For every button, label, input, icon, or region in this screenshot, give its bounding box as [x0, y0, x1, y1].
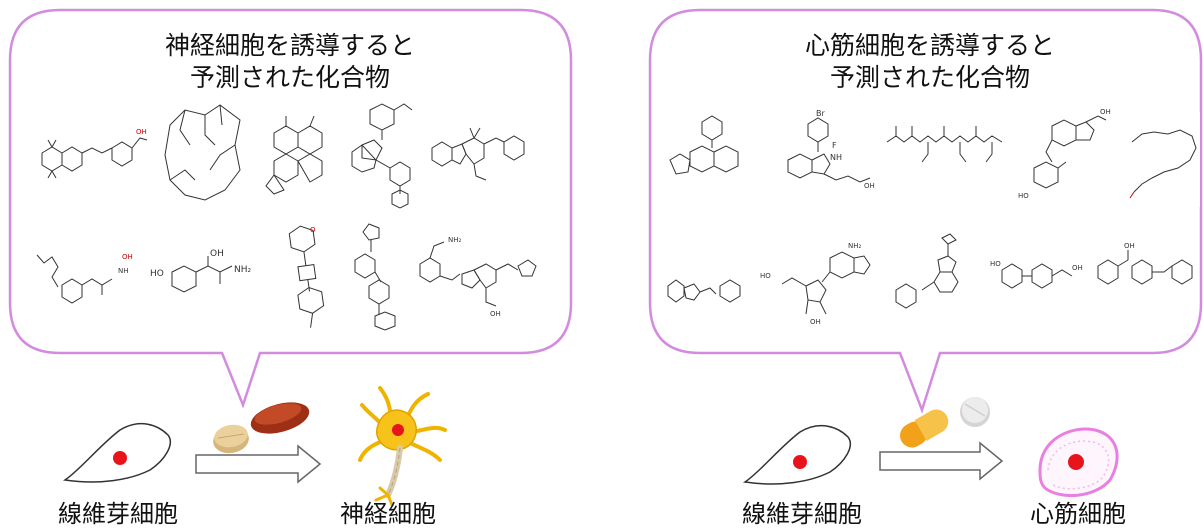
- molecule-structure-r4: HO OH: [1012, 100, 1122, 205]
- r1-br-label: Br: [816, 109, 825, 118]
- m7-nh2-label: NH₂: [234, 265, 252, 275]
- left-target-cell-label: 神経細胞: [340, 500, 436, 528]
- molecule-structure-2: [160, 100, 250, 212]
- r6-oh-label: OH: [810, 318, 821, 326]
- orange-capsule-icon: [900, 409, 949, 448]
- left-arrow: [195, 444, 322, 484]
- r9-oh-label: OH: [1124, 242, 1135, 250]
- gray-tablet-icon: [960, 397, 990, 427]
- right-arrow: [879, 441, 1004, 481]
- molecule-structure-5: [424, 108, 539, 188]
- r6-ho-label: HO: [760, 272, 771, 280]
- r8-oh-label: OH: [1072, 264, 1083, 272]
- molecule-structure-r10: OH: [1092, 240, 1198, 302]
- molecule-structure-r5: [1124, 112, 1200, 207]
- left-fibroblast-cell: [62, 422, 171, 483]
- right-speech-bubble: [648, 8, 1203, 414]
- right-fibroblast-nucleus: [793, 455, 807, 469]
- m1-oh-label: OH: [136, 128, 147, 136]
- molecule-structure-r3: [882, 112, 1010, 192]
- molecule-structure-r9: HO OH: [988, 246, 1086, 310]
- m6-oh-label: OH: [122, 253, 133, 261]
- r8-ho-label: HO: [990, 260, 1001, 268]
- m10-nh2-label: NH₂: [448, 236, 462, 244]
- right-source-cell-label: 線維芽細胞: [742, 500, 862, 528]
- molecule-structure-9: [345, 220, 403, 338]
- left-fibroblast-nucleus: [113, 451, 127, 465]
- left-title-line2: 予測された化合物: [189, 63, 390, 92]
- left-panel-title: 神経細胞を誘導すると 予測された化合物: [130, 30, 450, 94]
- m8-o-label: O: [310, 226, 316, 234]
- molecule-structure-4: [340, 100, 420, 210]
- r6-nh2-label: NH₂: [848, 242, 862, 250]
- r1-f-label: F: [832, 141, 837, 150]
- molecule-structure-7: HO OH NH₂: [146, 248, 264, 326]
- m10-oh-label: OH: [490, 310, 501, 318]
- molecule-structure-3: [254, 108, 336, 198]
- right-target-cell-label: 心筋細胞: [1030, 500, 1126, 528]
- right-title-line2: 予測された化合物: [829, 63, 1030, 92]
- right-fibroblast-cell: [742, 424, 851, 485]
- right-title-line1: 心筋細胞を誘導すると: [804, 31, 1055, 60]
- m6-nh-label: NH: [118, 267, 129, 275]
- tan-tablet-icon: [213, 424, 249, 454]
- neuron-icon: [358, 386, 447, 507]
- r1-nh-label: NH: [830, 153, 842, 162]
- molecule-structure-6: NH OH: [32, 245, 142, 320]
- molecule-structure-r1: [660, 108, 775, 196]
- r1-oh-label: OH: [864, 182, 875, 190]
- molecule-structure-10: NH₂ OH: [410, 230, 545, 325]
- molecule-structure-r8: [886, 230, 986, 325]
- molecule-structure-r7: NH₂ HO OH: [756, 238, 884, 326]
- brown-pill-icon: [250, 402, 310, 434]
- left-title-line1: 神経細胞を誘導すると: [164, 31, 415, 60]
- molecule-structure-r6: [664, 266, 752, 321]
- left-speech-bubble: [8, 8, 573, 409]
- r4-oh-label: OH: [1100, 108, 1111, 116]
- m7-ho-label: HO: [150, 269, 164, 279]
- molecule-structure-8: O: [266, 222, 344, 340]
- molecule-structure-r2: Br F NH OH: [778, 108, 878, 200]
- cardiomyocyte-icon: [1038, 427, 1119, 498]
- molecule-structure-1: OH: [32, 108, 152, 193]
- left-source-cell-label: 線維芽細胞: [58, 500, 178, 528]
- m7-oh-label: OH: [210, 249, 224, 259]
- r4-ho-label: HO: [1018, 192, 1029, 200]
- right-panel-title: 心筋細胞を誘導すると 予測された化合物: [770, 30, 1090, 94]
